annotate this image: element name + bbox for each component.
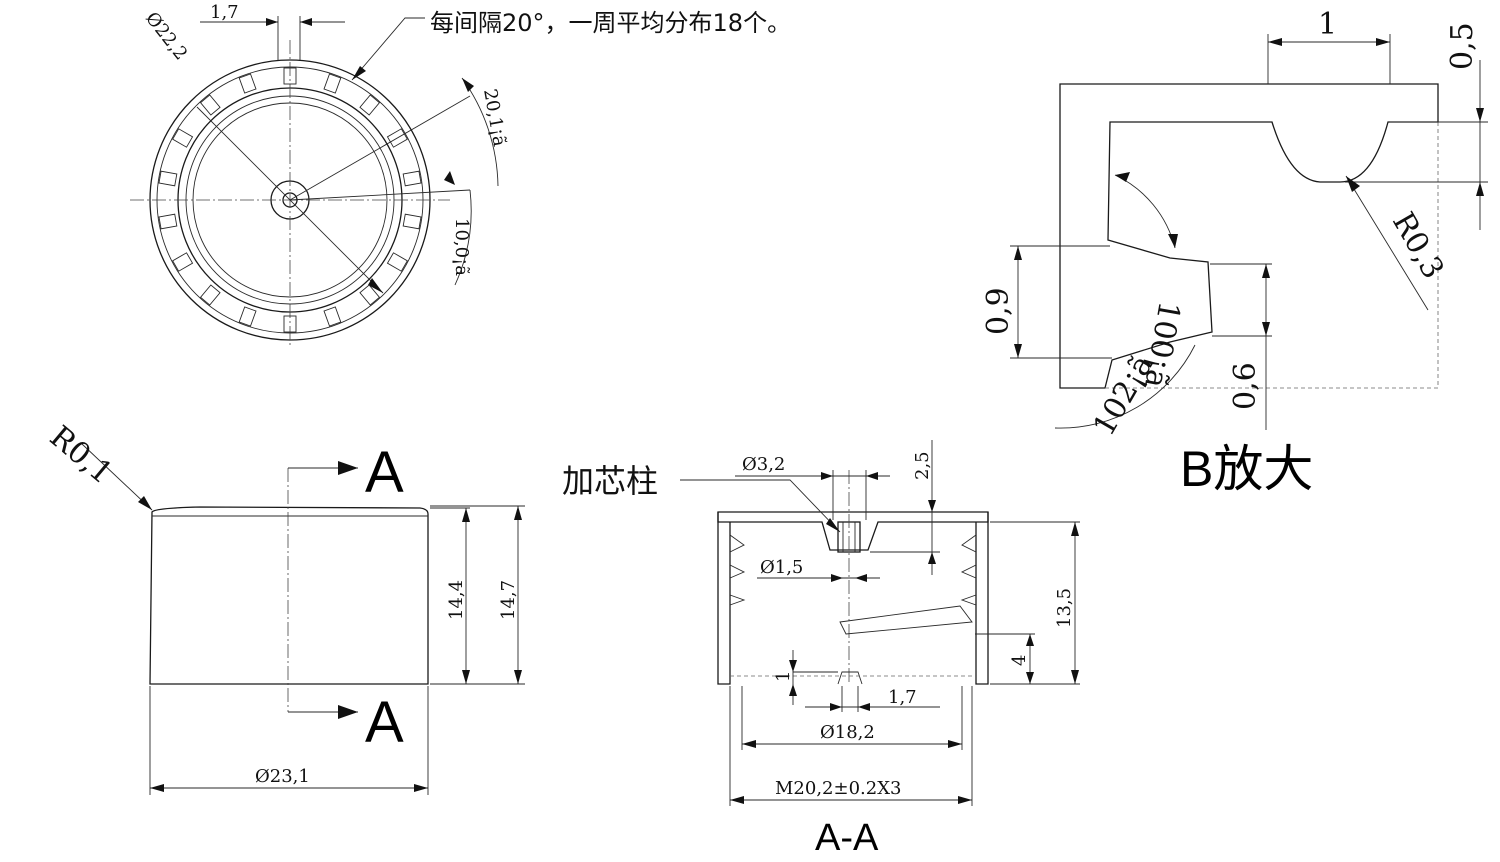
dim-angle-10: 10,0¡ã bbox=[451, 218, 472, 276]
dim-diameter: Ø22,2 bbox=[141, 8, 191, 64]
rib-marker bbox=[199, 94, 221, 116]
dim-d182: Ø18,2 bbox=[820, 722, 875, 743]
rib-marker bbox=[199, 284, 221, 306]
rib-marker bbox=[283, 67, 297, 85]
dim-thread: M20,2±0.2X3 bbox=[775, 778, 901, 799]
detail-title: B放大 bbox=[1180, 441, 1313, 497]
rib-marker bbox=[158, 170, 178, 187]
rib-marker bbox=[386, 128, 408, 148]
dim-d15: Ø1,5 bbox=[760, 557, 803, 578]
rib-marker bbox=[402, 213, 422, 230]
rib-note: 每间隔20°，一周平均分布18个。 bbox=[430, 9, 791, 37]
section-mark-top: A bbox=[365, 440, 404, 505]
rib-marker bbox=[402, 170, 422, 187]
rib-marker bbox=[238, 306, 257, 327]
detail-b-section bbox=[1059, 83, 1439, 389]
dim-angle-20: 20,1¡ã bbox=[479, 87, 510, 148]
rib-marker bbox=[323, 306, 342, 327]
dim-r01: R0,1 bbox=[43, 419, 119, 491]
rib-marker bbox=[158, 213, 178, 230]
detail-dim-r03: R0,3 bbox=[1385, 207, 1450, 285]
rib-marker bbox=[323, 73, 342, 94]
detail-dim-05: 0,5 bbox=[1445, 22, 1480, 70]
section-mark-bottom: A bbox=[365, 690, 404, 755]
rib-marker bbox=[359, 284, 381, 306]
rib-marker bbox=[238, 73, 257, 94]
dim-4: 4 bbox=[1009, 655, 1030, 666]
dim-135: 13,5 bbox=[1054, 588, 1075, 628]
rib-marker bbox=[283, 315, 297, 333]
front-view: A A R0,1 14,4 14,7 Ø23,1 bbox=[43, 419, 525, 795]
dim-height-147: 14,7 bbox=[498, 580, 519, 620]
detail-b: 1 0,5 R0,3 0,9 0,6 100¡ã 102¡ã B放大 bbox=[981, 7, 1488, 497]
detail-dim-1: 1 bbox=[1318, 7, 1337, 42]
cap-body-outline bbox=[149, 506, 429, 685]
dim-17: 1,7 bbox=[888, 687, 917, 708]
section-title: A-A bbox=[815, 817, 879, 859]
section-view: 加芯柱 Ø3,2 2,5 Ø1,5 13,5 4 bbox=[562, 440, 1080, 859]
rib-markers bbox=[158, 67, 422, 333]
rib-marker bbox=[359, 94, 381, 116]
core-pillar-label: 加芯柱 bbox=[562, 462, 658, 500]
dim-1: 1 bbox=[773, 671, 794, 682]
detail-angle-102: 102¡ã bbox=[1087, 349, 1161, 442]
detail-dim-06: 0,6 bbox=[1228, 362, 1263, 410]
rib-marker bbox=[386, 252, 408, 272]
dim-d32: Ø3,2 bbox=[742, 454, 785, 475]
dim-diameter-231: Ø23,1 bbox=[255, 766, 310, 787]
dim-25: 2,5 bbox=[912, 451, 933, 480]
top-view: 1,7 Ø22,2 每间隔20°，一周平均分布18个。 20,1¡ã 10,0¡… bbox=[130, 2, 791, 345]
rib-marker bbox=[172, 252, 194, 272]
dim-height-144: 14,4 bbox=[446, 580, 467, 620]
detail-dim-09: 0,9 bbox=[981, 287, 1016, 335]
dim-top-rib: 1,7 bbox=[210, 2, 239, 23]
rib-marker bbox=[172, 128, 194, 148]
